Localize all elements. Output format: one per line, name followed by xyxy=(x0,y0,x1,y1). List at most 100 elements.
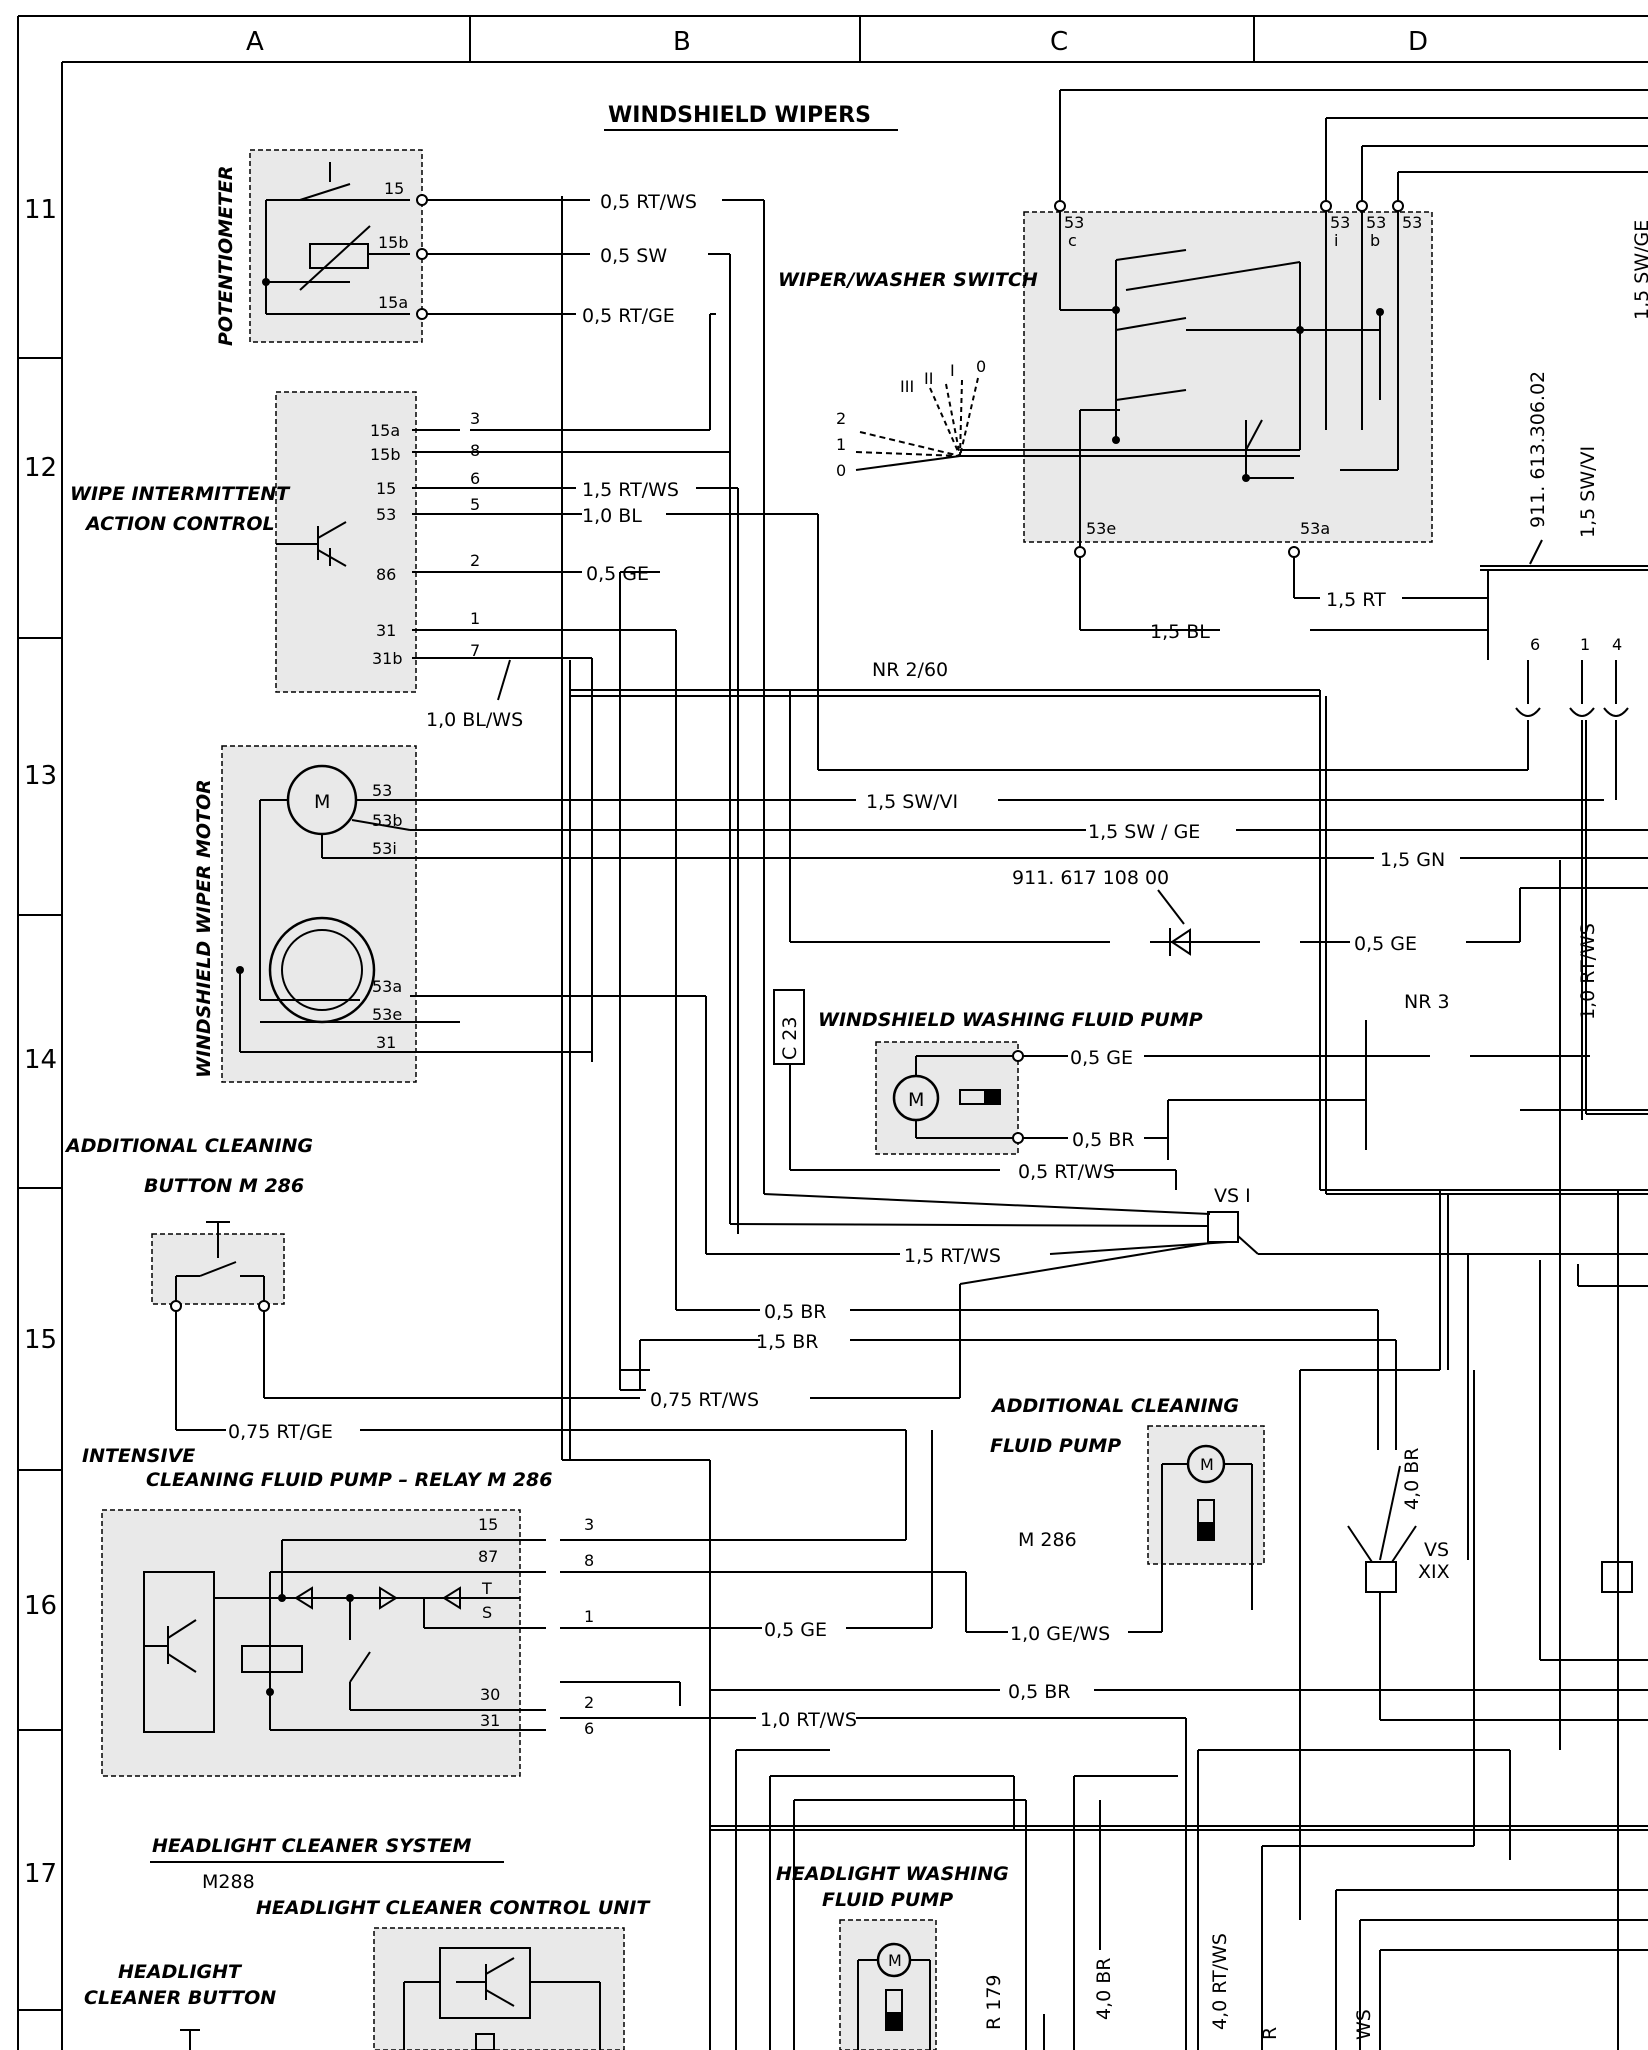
wire-label-24: 0,5 BR xyxy=(1008,1681,1071,1703)
svg-text:M: M xyxy=(314,791,330,813)
wire-label-17: 1,5 RT/WS xyxy=(904,1245,1001,1267)
row-label-15: 15 xyxy=(24,1325,57,1355)
wire-label-5: 1,0 BL xyxy=(582,505,642,527)
wire-label-30: 4,0 RT/WS xyxy=(1209,1933,1231,2030)
part-number-1: 911. 613.306.02 xyxy=(1527,371,1549,528)
vs1-node xyxy=(1207,1211,1239,1243)
wire-label-13: 1,5 BL xyxy=(1150,621,1210,643)
svg-text:M: M xyxy=(888,1951,902,1970)
hl-button-label-1: HEADLIGHT xyxy=(118,1961,243,1983)
wire-label-15: 0,5 BR xyxy=(1072,1129,1135,1151)
wire-label-14: 0,5 GE xyxy=(1070,1047,1133,1069)
sw-pin-53i-b: i xyxy=(1334,231,1338,250)
ctrl-conn-8: 8 xyxy=(470,441,480,460)
wiper-switch-label: WIPER/WASHER SWITCH xyxy=(778,269,1038,291)
wire-label-9: 1,5 SW / GE xyxy=(1088,821,1200,843)
ctrl-conn-7: 7 xyxy=(470,641,480,660)
sw-pin-53e: 53e xyxy=(1086,519,1116,538)
wire-label-11: 0,5 GE xyxy=(1354,933,1417,955)
sw-pin-53c-b: c xyxy=(1068,231,1077,250)
lever-pos-1: 1 xyxy=(836,435,846,454)
relay-conn-6: 6 xyxy=(584,1719,594,1738)
wire-label-2: 0,5 SW xyxy=(600,245,667,267)
ctrl-pin-15a: 15a xyxy=(370,421,400,440)
motor-pin-53i: 53i xyxy=(372,839,397,858)
col-header-d: D xyxy=(1408,27,1428,57)
relay-conn-3: 3 xyxy=(584,1515,594,1534)
sw-pin-53c-a: 53 xyxy=(1064,213,1084,232)
075-wires xyxy=(175,1306,960,1540)
sw-pin-53: 53 xyxy=(1402,213,1422,232)
hl-control-label: HEADLIGHT CLEANER CONTROL UNIT xyxy=(256,1897,651,1919)
control-wires xyxy=(460,451,1528,1390)
ctrl-pin-86: 86 xyxy=(376,565,396,584)
ctrl-conn-6: 6 xyxy=(470,469,480,488)
add-button-label-2: BUTTON M 286 xyxy=(144,1175,304,1197)
wire-label-7: 1,0 BL/WS xyxy=(426,709,523,731)
wire-label-6: 0,5 GE xyxy=(586,563,649,585)
row-label-17: 17 xyxy=(24,1859,57,1889)
lever-pos-0: 0 xyxy=(836,461,846,480)
intermittent-control-box xyxy=(275,391,417,693)
hl-symbols: M xyxy=(180,1942,931,2050)
add-pump-label-2: FLUID PUMP xyxy=(990,1435,1121,1457)
ctrl-pin-53: 53 xyxy=(376,505,396,524)
plug-pin-1: 1 xyxy=(1580,635,1590,654)
wire-label-26: 1,5 SW/VI xyxy=(1577,446,1599,538)
relay-pin-15: 15 xyxy=(478,1515,498,1534)
motor-pin-53: 53 xyxy=(372,781,392,800)
ctrl-pin-15b: 15b xyxy=(370,445,401,464)
motor-pin-53e: 53e xyxy=(372,1005,402,1024)
ctrl-pin-31b: 31b xyxy=(372,649,403,668)
diagram-frame xyxy=(17,15,1648,2050)
vs1-wires xyxy=(706,1193,1648,1398)
nr3-label: NR 3 xyxy=(1404,991,1450,1013)
wire-label-33: R xyxy=(1259,2027,1281,2040)
hl-pump-label-2: FLUID PUMP xyxy=(822,1889,953,1911)
lever-pos-ii: II xyxy=(924,369,933,388)
potentiometer-box xyxy=(249,149,423,343)
lever-pos-2: 2 xyxy=(836,409,846,428)
add-pump-symbol: M xyxy=(1161,1444,1253,1610)
control-symbol xyxy=(276,429,460,659)
wiper-motor-box xyxy=(221,745,417,1083)
ctrl-conn-1: 1 xyxy=(470,609,480,628)
wire-label-29: 4,0 BR xyxy=(1093,1958,1115,2021)
pot-pin-15: 15 xyxy=(384,179,404,198)
wire-label-32: R 179 xyxy=(983,1974,1005,2030)
motor-pin-53a: 53a xyxy=(372,977,402,996)
part-number-2: 911. 617 108 00 xyxy=(1012,867,1169,889)
vs1-label: VS I xyxy=(1214,1185,1251,1207)
c23-box xyxy=(773,989,805,1065)
hl-control-box xyxy=(373,1927,625,2050)
wire-label-1: 0,5 RT/WS xyxy=(600,191,697,213)
relay-symbol xyxy=(143,1539,546,1733)
col-header-b: B xyxy=(673,27,691,57)
switch-symbol xyxy=(960,212,1399,552)
pot-pin-15b: 15b xyxy=(378,233,409,252)
wire-label-18: 0,5 BR xyxy=(764,1301,827,1323)
wiper-motor-label: WINDSHIELD WIPER MOTOR xyxy=(193,779,215,1078)
row-label-11: 11 xyxy=(24,195,57,225)
washing-pump-label: WINDSHIELD WASHING FLUID PUMP xyxy=(818,1009,1203,1031)
relay-wires xyxy=(560,1430,1648,2050)
wire-label-22: 0,5 GE xyxy=(764,1619,827,1641)
add-button-symbol xyxy=(175,1221,265,1306)
right-wires xyxy=(1299,720,1648,2050)
ctrl-pin-31: 31 xyxy=(376,621,396,640)
potentiometer-label: POTENTIOMETER xyxy=(215,165,237,346)
hl-pump-label-1: HEADLIGHT WASHING xyxy=(776,1863,1009,1885)
sw-pin-53i-a: 53 xyxy=(1330,213,1350,232)
wire-label-23: 1,0 GE/WS xyxy=(1010,1623,1110,1645)
hl-button-label-2: CLEANER BUTTON xyxy=(84,1987,276,2009)
intensive-label-1: INTENSIVE xyxy=(82,1445,195,1467)
vs19-label-a: VS xyxy=(1424,1539,1449,1561)
row-label-13: 13 xyxy=(24,761,57,791)
lever-pos-0b: 0 xyxy=(976,357,986,376)
plug-connectors xyxy=(1515,660,1629,1120)
col-header-a: A xyxy=(246,27,264,57)
wipe-control-label-2: ACTION CONTROL xyxy=(84,513,275,535)
diagram-title: WINDSHIELD WIPERS xyxy=(608,103,871,128)
relay-pin-87: 87 xyxy=(478,1547,498,1566)
wire-label-10: 1,5 GN xyxy=(1380,849,1445,871)
